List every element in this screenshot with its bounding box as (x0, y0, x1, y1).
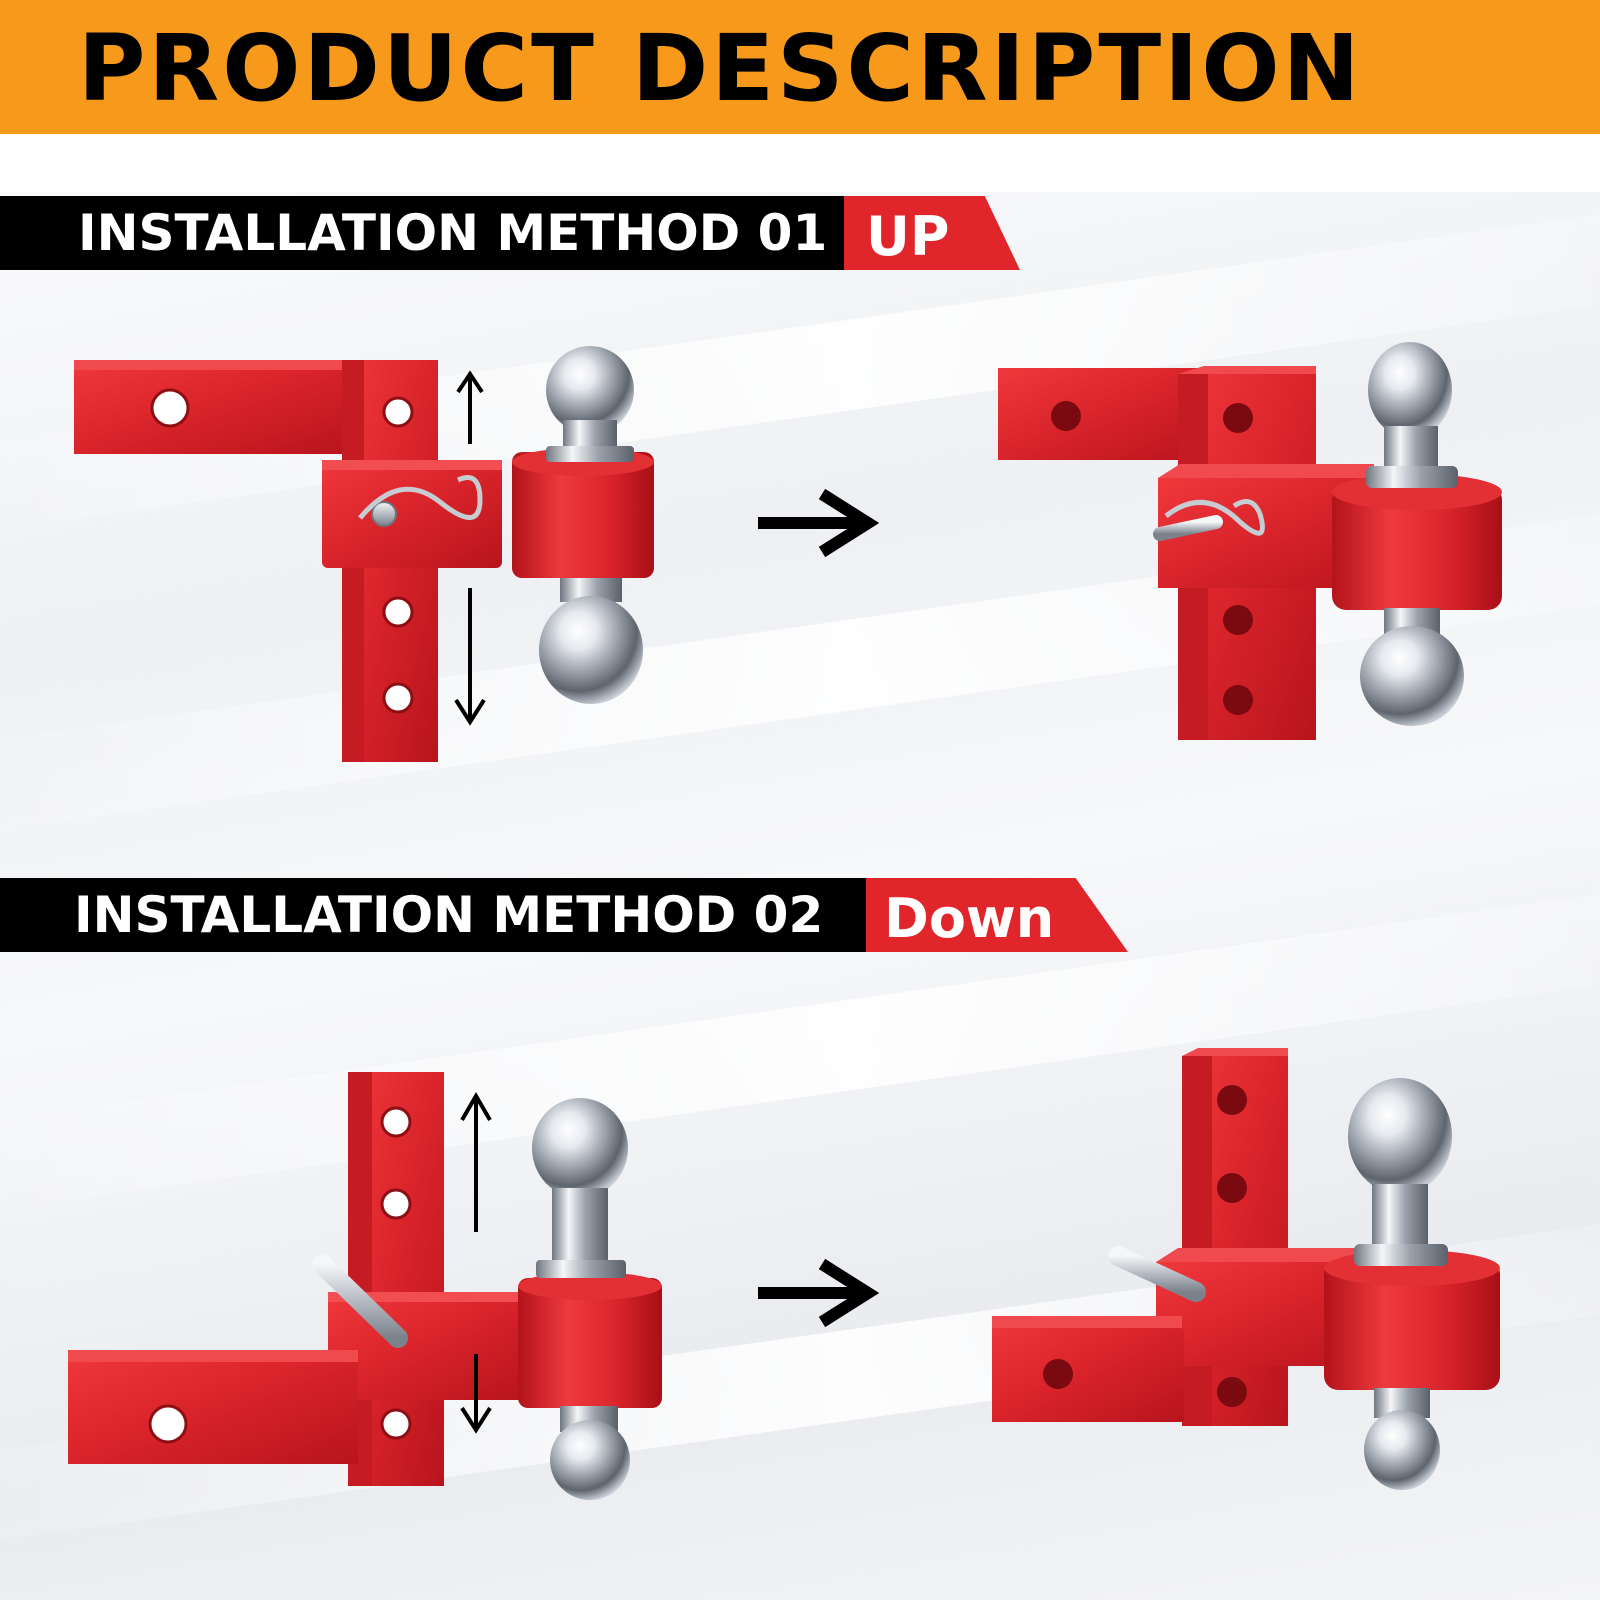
arrow-down-icon (460, 1354, 492, 1434)
method-02-tag: Down (884, 887, 1055, 950)
right-arrow-icon (758, 1258, 880, 1328)
arrow-up-icon (456, 370, 484, 444)
method-01-tag: UP (866, 205, 950, 268)
hitch-image-down-before (60, 1064, 680, 1504)
hitch-image-up-before (60, 320, 680, 780)
title-banner: PRODUCT DESCRIPTION (0, 0, 1600, 134)
hitch-image-up-after (990, 336, 1510, 776)
arrow-up-icon (460, 1092, 492, 1232)
method-01-bar: INSTALLATION METHOD 01 UP (0, 196, 1140, 270)
arrow-down-icon (454, 588, 486, 726)
hitch-image-down-after (988, 1046, 1518, 1496)
header-spacer (0, 134, 1600, 192)
method-01-label: INSTALLATION METHOD 01 (78, 204, 828, 262)
method-02-label-bg (0, 878, 868, 952)
page-title: PRODUCT DESCRIPTION (78, 15, 1363, 122)
method-01-label-bg (0, 196, 846, 270)
right-arrow-icon (758, 488, 880, 558)
method-02-bar: INSTALLATION METHOD 02 Down (0, 878, 1140, 952)
method-02-label: INSTALLATION METHOD 02 (74, 886, 824, 944)
